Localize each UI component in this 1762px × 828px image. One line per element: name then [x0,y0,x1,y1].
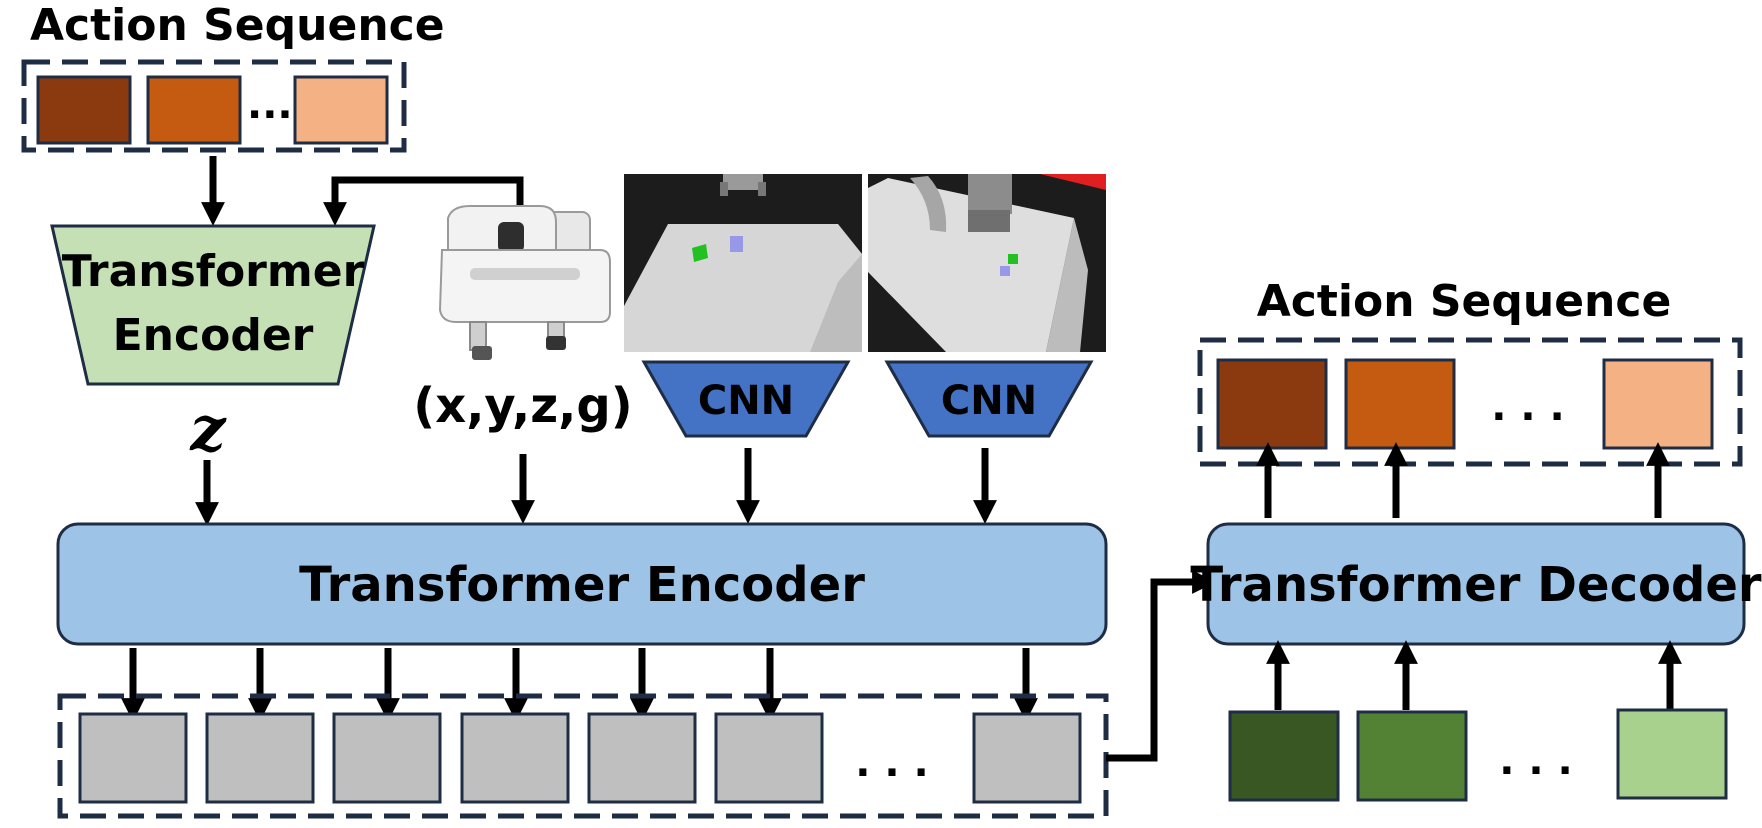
output-action-token-1 [1216,358,1328,450]
decoder-query-token-2 [1356,710,1468,802]
encoder-output-token [332,712,442,804]
arrow-proprio-to-cvae-encoder [323,176,524,226]
encoder-output-token [460,712,570,804]
cnn-backbone-2 [884,360,1094,438]
input-action-ellipsis: ... [247,82,293,128]
cvae-encoder-label-line1: Transformer [62,246,365,297]
output-action-sequence-title: Action Sequence [1257,276,1672,327]
cvae-encoder-label-line2: Encoder [113,310,314,361]
encoder-output-token [205,712,315,804]
cvae-transformer-encoder [50,224,376,386]
input-action-token-3 [293,75,389,145]
encoder-output-token [972,712,1082,804]
camera-image-1 [624,174,862,352]
input-action-token-1 [36,75,132,145]
input-action-sequence-title: Action Sequence [30,0,445,51]
camera-image-2 [868,174,1106,352]
input-action-sequence-box [21,59,407,153]
decoder-query-token-1 [1228,710,1340,802]
transformer-decoder [1206,522,1746,646]
cnn-1-label: CNN [698,378,794,424]
decoder-query-ellipsis: . . . [1499,738,1572,784]
cnn-2-label: CNN [941,378,1037,424]
encoder-output-token [78,712,188,804]
encoder-output-token [587,712,697,804]
decoder-output-arrows [1256,442,1670,518]
proprio-label: (x,y,z,g) [413,378,632,434]
output-action-ellipsis: . . . [1491,384,1564,430]
output-action-token-3 [1602,358,1714,450]
encoder-output-ellipsis: . . . [855,740,928,786]
decoder-label: Transformer Decoder [1190,557,1762,613]
main-transformer-encoder [56,522,1108,646]
cnn-backbone-1 [641,360,851,438]
decoder-query-token-3 [1616,708,1728,800]
output-action-token-2 [1344,358,1456,450]
output-action-sequence-box [1197,337,1743,467]
encoder-output-arrows [121,648,1038,722]
input-action-token-2 [146,75,242,145]
encoder-output-tokens [78,712,1082,804]
encoder-output-token [714,712,824,804]
main-encoder-label: Transformer Encoder [299,557,865,613]
arrow-encoder-outputs-to-decoder [1106,570,1216,762]
decoder-query-arrows [1266,640,1682,710]
latent-z-label: z [189,392,227,465]
robot-gripper-image [438,205,611,360]
